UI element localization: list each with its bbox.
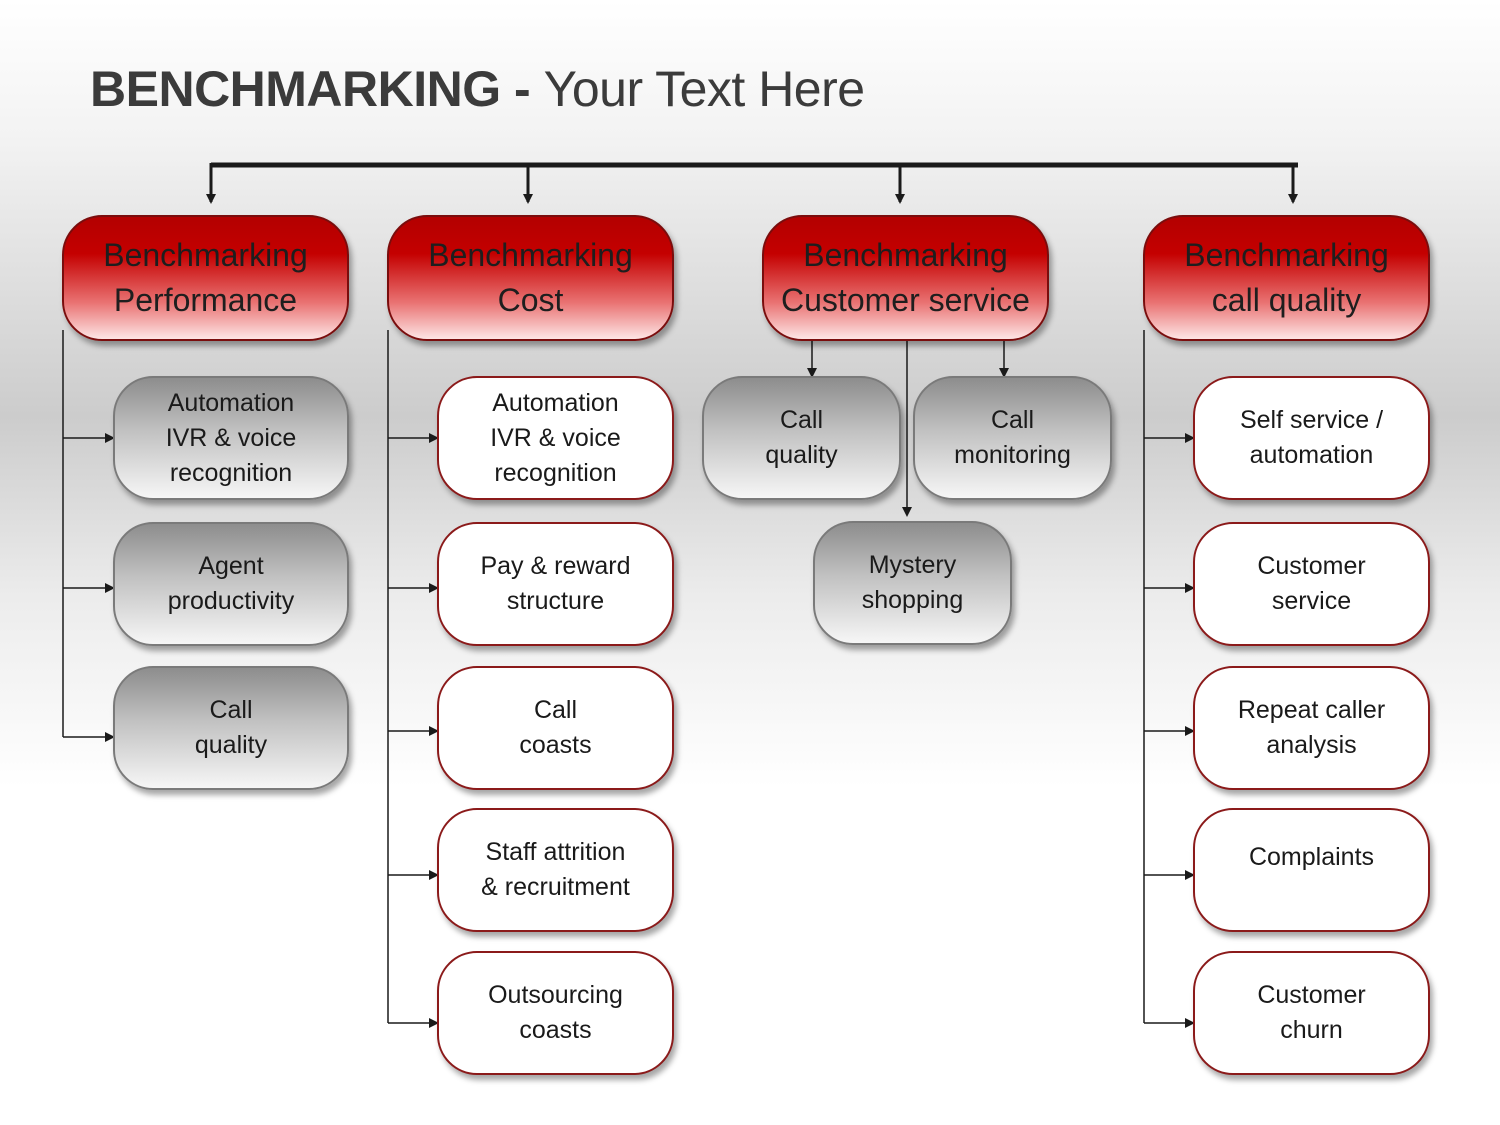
node-customer-churn: Customer churn [1193,951,1430,1075]
header-cost-label: Benchmarking Cost [428,237,633,318]
node-repeat-caller: Repeat caller analysis [1193,666,1430,790]
header-performance-label: Benchmarking Performance [103,237,308,318]
node-outsourcing-coasts: Outsourcing coasts [437,951,674,1075]
node-cs-call-quality: Call quality [702,376,901,500]
node-performance-call-quality: Call quality [113,666,349,790]
page-title: BENCHMARKING - Your Text Here [90,60,865,118]
header-call-quality: Benchmarking call quality [1143,215,1430,341]
node-mystery-shopping: Mystery shopping [813,521,1012,645]
header-cost: Benchmarking Cost [387,215,674,341]
node-staff-attrition: Staff attrition & recruitment [437,808,674,932]
node-performance-automation: Automation IVR & voice recognition [113,376,349,500]
node-cost-automation: Automation IVR & voice recognition [437,376,674,500]
node-complaints: Complaints [1193,808,1430,932]
header-customer-service-label: Benchmarking Customer service [781,237,1030,318]
header-customer-service: Benchmarking Customer service [762,215,1049,341]
node-self-service: Self service / automation [1193,376,1430,500]
node-agent-productivity: Agent productivity [113,522,349,646]
node-customer-service: Customer service [1193,522,1430,646]
node-call-coasts: Call coasts [437,666,674,790]
node-call-monitoring: Call monitoring [913,376,1112,500]
title-bold: BENCHMARKING - [90,61,544,117]
header-performance: Benchmarking Performance [62,215,349,341]
node-pay-reward: Pay & reward structure [437,522,674,646]
title-rest: Your Text Here [543,61,865,117]
header-call-quality-label: Benchmarking call quality [1184,237,1389,318]
